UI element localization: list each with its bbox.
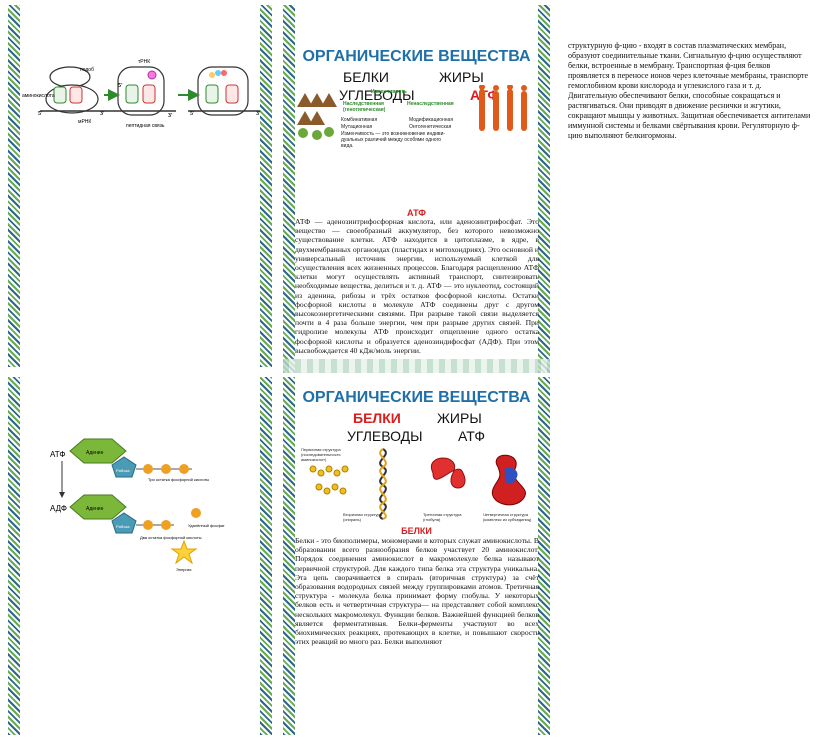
decorative-band (283, 359, 550, 373)
ribose-text-1: Рибоза (116, 468, 130, 473)
slide-translation: подоб аминокислота мРНК тРНК пептидная с… (8, 5, 272, 367)
adenine-shape-2 (69, 494, 127, 520)
word-carbs: УГЛЕВОДЫ (347, 428, 423, 444)
row1-right: Модификационная (409, 117, 454, 123)
protein-structures (309, 448, 526, 520)
cap-quaternary: Четвертичная структура (комплекс из субъ… (483, 512, 532, 522)
ribose-shape-2 (111, 512, 137, 534)
dna-border-right (260, 5, 272, 367)
lbl-mrna: мРНК (78, 119, 91, 125)
lbl-3b: 3' (168, 113, 173, 119)
section-heading: АТФ (407, 208, 426, 218)
three-phosph: Три остатка фосфорной кислоты (148, 477, 209, 482)
dna-border-left (8, 5, 20, 367)
variation-note: Изменчивость — это возникновение индиви-… (341, 131, 446, 149)
lbl-5b: 5' (118, 83, 123, 89)
adenine-text-1: Аденин (86, 450, 104, 456)
word-fats: ЖИРЫ (439, 69, 484, 85)
variation-illustration (297, 85, 527, 140)
word-atp: АТФ (458, 428, 485, 444)
col-nonhereditary: Ненаследственная (407, 101, 454, 107)
lbl-peptide: пептидная связь (126, 123, 165, 129)
slide-atp: ОРГАНИЧЕСКИЕ ВЕЩЕСТВА БЕЛКИ ЖИРЫ УГЛЕВОД… (283, 5, 550, 373)
ribosome-2 (108, 66, 176, 116)
cap-primary: Первичная структура (последовательность … (301, 447, 341, 462)
word-fats: ЖИРЫ (437, 410, 482, 426)
section-heading: БЕЛКИ (401, 526, 432, 536)
lbl-aminoacid: аминокислота (22, 93, 55, 99)
translation-diagram: подоб аминокислота мРНК тРНК пептидная с… (22, 59, 261, 129)
lbl-5c: 5' (190, 111, 195, 117)
cap-tertiary: Третичная структура (глобула) (423, 512, 462, 522)
proteins-body-text: Белки - это биополимеры, мономерами в ко… (295, 536, 539, 647)
word-proteins: БЕЛКИ (343, 69, 389, 85)
ribose-text-2: Рибоза (116, 524, 130, 529)
ribosome-3 (188, 66, 260, 116)
lbl-ribosome: подоб (80, 67, 94, 73)
slide-title: ОРГАНИЧЕСКИЕ ВЕЩЕСТВА (302, 389, 531, 406)
row2-left: Мутационная (341, 124, 373, 130)
dna-border-left (283, 5, 295, 373)
col-hereditary: Наследственная (генотипическая) (343, 101, 386, 113)
dna-border-right (538, 377, 550, 735)
dna-border-left (8, 377, 20, 735)
variation-title: Изменчивость (371, 89, 407, 95)
two-phosph: Два остатка фосфорной кислоты (140, 535, 202, 540)
row1-left: Комбинативная (341, 117, 378, 123)
lbl-5a: 5' (38, 111, 43, 117)
dna-border-right (260, 377, 272, 735)
adf-label: АДФ (50, 504, 67, 513)
cap-secondary: Вторичная структура (спираль) (343, 512, 382, 522)
energy-text: Энергия (176, 567, 191, 572)
ribose-shape-1 (111, 456, 137, 478)
word-proteins: БЕЛКИ (353, 410, 401, 426)
slide-title: ОРГАНИЧЕСКИЕ ВЕЩЕСТВА (302, 48, 531, 65)
energy-star (170, 539, 198, 565)
atf-label: АТФ (50, 450, 65, 459)
word-carbs: УГЛЕВОДЫ (339, 87, 415, 103)
slide-proteins: ОРГАНИЧЕСКИЕ ВЕЩЕСТВА БЕЛКИ ЖИРЫ УГЛЕВОД… (283, 377, 550, 735)
row2-right: Онтогенетическая (409, 124, 452, 130)
atp-body-text: АТФ — аденозинтрифосфорная кислота, или … (295, 217, 539, 355)
dna-border-right (538, 5, 550, 373)
ribosome-1 (40, 66, 108, 114)
atp-adp-diagram: АТФ АДФ Аденин Аденин Рибоза Рибоза Три … (50, 438, 225, 572)
lbl-3c: 3' (256, 111, 261, 117)
slide-atp-adp: АТФ АДФ Аденин Аденин Рибоза Рибоза Три … (8, 377, 272, 735)
adenine-text-2: Аденин (86, 506, 104, 512)
removed-phosph: Удалённый фосфат (188, 523, 225, 528)
lbl-trna: тРНК (138, 59, 150, 65)
dna-border-left (283, 377, 295, 735)
side-text-continuation: структурную ф-цию - входят в состав плаз… (568, 41, 811, 140)
lbl-3a: 3' (100, 111, 105, 117)
adenine-shape-1 (69, 438, 127, 464)
